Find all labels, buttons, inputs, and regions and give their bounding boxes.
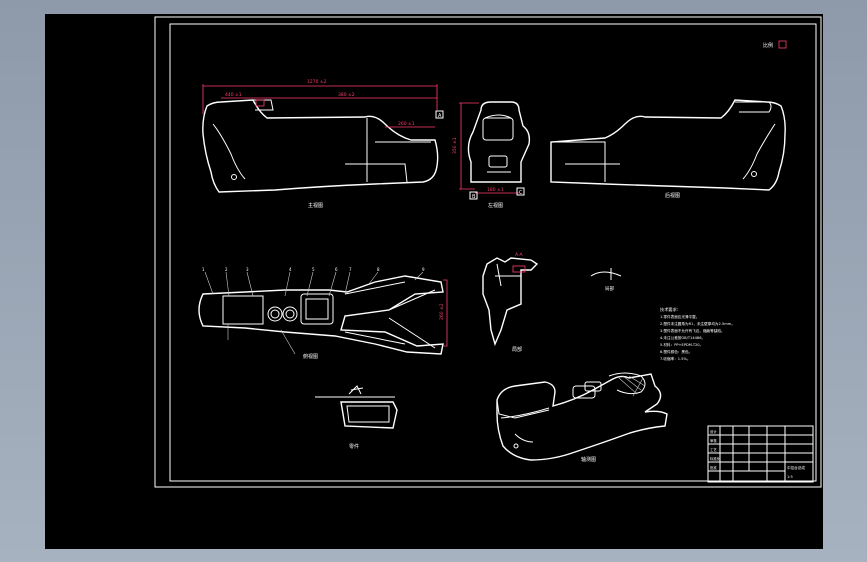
notes-line-3: 3.塑件表面不允许有飞边、缩痕等缺陷。 [660,328,725,333]
title-block: 设计 审核 工艺 标准化 批准 中控台总成 1:5 [707,425,814,483]
front-view-label: 主视图 [308,202,323,209]
section-view-label: 局部 [512,346,522,353]
front-view: 1270 ±2 440 ±1 380 ±2 260 ±1 A 主视图 [202,79,444,209]
notes-line-5: 5.材料：PP+EPDM-T20。 [660,342,703,347]
iso-view: 轴测图 [496,372,668,463]
dim-height: 350 ±1 [452,137,458,154]
svg-text:3: 3 [246,267,249,272]
notes-title: 技术要求: [660,306,678,313]
notes-line-6: 6.塑件颜色：黑色。 [660,349,692,354]
rear-view-label: 后视图 [665,192,680,199]
title-name: 中控台总成 [787,465,805,470]
dim-side-length: 260 ±1 [398,121,415,127]
dim-mid-length: 380 ±2 [338,92,355,98]
section-view: A-A 局部 [482,252,539,353]
side-view-label: 左视图 [488,202,503,209]
svg-text:4: 4 [289,267,292,272]
technical-notes: 技术要求: 1.零件表面应光滑平整。 2.塑件未注圆角为R1，未注壁厚均为2.5… [660,306,735,361]
title-row-4: 标准化 [710,456,721,461]
title-row-5: 批准 [710,465,717,470]
front-view-tag: A [438,113,442,119]
inner-border [169,23,817,482]
rear-view: 后视图 [550,99,786,199]
notes-line-7: 7.收缩率：1.5%。 [660,356,691,361]
title-scale: 1:5 [787,475,793,479]
sub-part-view: 零件 [315,385,398,450]
title-row-2: 审核 [710,438,717,443]
dim-width: 180 ±1 [487,187,504,193]
svg-text:6: 6 [335,267,338,272]
outer-border [154,16,822,488]
title-row-1: 设计 [710,429,717,434]
section-tag: A-A [515,252,524,258]
notes-line-1: 1.零件表面应光滑平整。 [660,314,699,319]
side-view: 350 ±1 180 ±1 B C 左视图 [452,101,531,209]
arc-detail: 局部 [590,268,622,292]
sub-part-label: 零件 [349,443,359,450]
notes-line-4: 4.未注公差按GB/T14486。 [660,335,705,340]
dim-front-length: 440 ±1 [225,92,242,98]
cad-drawing: 比例 1270 ±2 440 ±1 380 ±2 260 ±1 A 主视图 35… [154,16,822,488]
arc-detail-label: 局部 [605,285,614,292]
side-view-tag-c: C [519,190,523,196]
drawing-canvas: 比例 1270 ±2 440 ±1 380 ±2 260 ±1 A 主视图 35… [45,14,823,549]
svg-text:8: 8 [377,267,380,272]
svg-text:2: 2 [225,267,228,272]
dim-top-width: 260 ±2 [439,303,445,320]
svg-text:7: 7 [349,267,352,272]
top-view-label: 俯视图 [303,353,318,360]
side-view-tag-b: B [472,194,476,200]
scale-marker-box [778,40,787,49]
dim-overall-length: 1270 ±2 [307,79,327,85]
top-view: 1 2 3 4 5 6 7 8 9 260 ±2 俯视图 [198,267,448,360]
svg-text:9: 9 [422,267,425,272]
iso-view-label: 轴测图 [581,456,596,463]
title-row-3: 工艺 [710,447,717,452]
notes-line-2: 2.塑件未注圆角为R1，未注壁厚均为2.5mm。 [660,321,735,326]
scale-marker: 比例 [763,42,773,49]
svg-text:5: 5 [312,267,315,272]
svg-text:1: 1 [202,267,205,272]
